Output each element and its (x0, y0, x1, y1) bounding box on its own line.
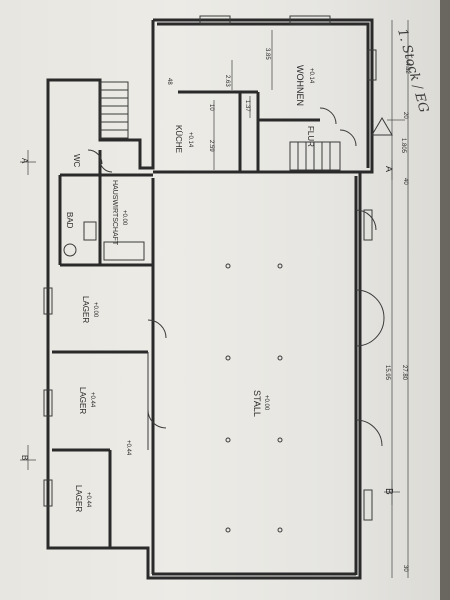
room-level-lager-2: +0.44 (89, 392, 95, 408)
section-mark-b-right: B (383, 488, 394, 495)
room-level-lager-3: +0.44 (85, 492, 91, 508)
dim-40: 40 (402, 178, 408, 185)
section-markers (20, 150, 400, 505)
room-label-kueche: KÜCHE (174, 125, 183, 153)
staircase (99, 81, 341, 171)
north-arrow (371, 117, 393, 136)
room-label-stall: STALL (252, 390, 262, 417)
room-level-wohnen: +0.14 (308, 68, 314, 84)
stall-columns (225, 263, 283, 533)
dim-2780: 27.80 (401, 365, 407, 381)
dim-20: 20 (402, 112, 408, 119)
windows (43, 15, 377, 521)
section-mark-a-top: A (20, 158, 29, 164)
room-label-hauswirtschaft: HAUSWIRTSCHAFT (111, 180, 118, 246)
room-label-wohnen: WOHNEN (295, 65, 305, 106)
dim-385: 3.85 (264, 48, 270, 60)
dim-137: 1.37 (244, 100, 250, 112)
dim-1595: 15.95 (384, 365, 390, 381)
doors (87, 107, 385, 447)
dim-259: 2.59 (208, 140, 214, 152)
room-label-lager-3: LAGER (74, 485, 83, 512)
room-label-flur: FLUR (306, 126, 315, 147)
section-mark-b-left: B (20, 455, 29, 460)
handwritten-note: 1. Stock / EG (394, 27, 431, 114)
room-level-hauswirtschaft: +0.00 (121, 210, 127, 226)
room-label-lager-1: LAGER (81, 296, 90, 323)
dim-10: 10 (208, 104, 214, 111)
room-label-bad: BAD (65, 212, 74, 229)
floor-plan: WOHNEN +0.14 KÜCHE +0.14 FLUR WC BAD HAU… (20, 15, 431, 580)
dim-263: 2.63 (224, 75, 230, 87)
dim-1805: 1.805 (400, 138, 406, 154)
room-label-wc: WC (72, 154, 81, 168)
dim-044: +0.44 (125, 440, 131, 456)
dim-48: 48 (166, 78, 172, 85)
section-mark-a-right: A (384, 166, 394, 172)
room-level-lager-1: +0.00 (92, 302, 98, 318)
room-level-stall: +0.00 (263, 395, 269, 411)
dim-432: 4.32 (404, 62, 410, 74)
interior-walls (52, 90, 360, 574)
dimension-lines (213, 20, 409, 578)
dim-30: 30 (402, 565, 408, 572)
room-level-kueche: +0.14 (187, 132, 193, 148)
room-label-lager-2: LAGER (78, 387, 87, 414)
bath-fixtures (63, 221, 145, 261)
